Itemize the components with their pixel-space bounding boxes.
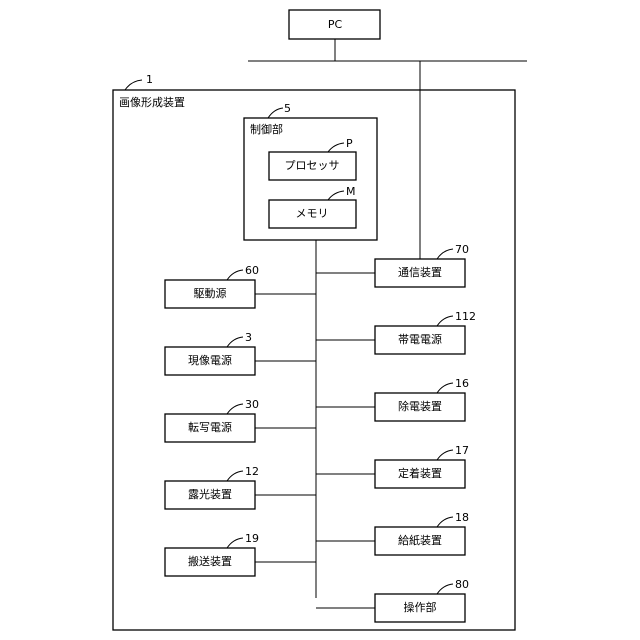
unit-ref: 112 xyxy=(455,310,476,323)
controller-ref-leader xyxy=(268,108,283,118)
unit-ref-leader xyxy=(437,450,453,460)
unit-ref: 80 xyxy=(455,578,469,591)
controller-title: 制御部 xyxy=(250,122,283,136)
unit-label: 定着装置 xyxy=(398,466,442,480)
memory-ref: M xyxy=(346,185,356,198)
apparatus-ref: 1 xyxy=(146,73,153,86)
unit-label: 転写電源 xyxy=(188,420,232,434)
unit-ref: 18 xyxy=(455,511,469,524)
unit-ref-leader xyxy=(437,316,453,326)
unit-label: 搬送装置 xyxy=(188,554,232,568)
unit-ref-leader xyxy=(437,249,453,259)
unit-label: 現像電源 xyxy=(188,353,232,367)
unit-ref: 3 xyxy=(245,331,252,344)
memory-label: メモリ xyxy=(296,207,329,220)
unit-ref-leader xyxy=(227,270,243,280)
processor-label: プロセッサ xyxy=(285,159,340,172)
unit-label: 駆動源 xyxy=(194,286,227,300)
unit-ref: 12 xyxy=(245,465,259,478)
unit-ref-leader xyxy=(227,337,243,347)
unit-label: 露光装置 xyxy=(188,487,232,501)
unit-ref: 30 xyxy=(245,398,259,411)
unit-ref-leader xyxy=(227,538,243,548)
unit-label: 帯電電源 xyxy=(398,332,442,346)
apparatus-title: 画像形成装置 xyxy=(119,96,185,109)
processor-ref: P xyxy=(346,137,353,150)
controller-ref: 5 xyxy=(284,102,291,115)
unit-ref: 16 xyxy=(455,377,469,390)
unit-ref-leader xyxy=(437,517,453,527)
unit-ref-leader xyxy=(437,383,453,393)
unit-ref: 70 xyxy=(455,243,469,256)
unit-ref-leader xyxy=(437,584,453,594)
unit-label: 除電装置 xyxy=(398,399,442,413)
unit-boxes: 駆動源 60 現像電源 3 転写電源 30 露光装置 12 搬送装置 19 通信装置 70 帯電電源 11… xyxy=(165,243,476,622)
unit-ref-leader xyxy=(227,471,243,481)
unit-label: 通信装置 xyxy=(398,266,442,279)
apparatus-ref-leader xyxy=(125,80,142,90)
unit-ref: 60 xyxy=(245,264,259,277)
pc-label: PC xyxy=(328,18,343,31)
unit-label: 給紙装置 xyxy=(398,533,442,547)
unit-ref: 19 xyxy=(245,532,259,545)
unit-label: 操作部 xyxy=(404,600,437,614)
unit-ref-leader xyxy=(227,404,243,414)
unit-ref: 17 xyxy=(455,444,469,457)
